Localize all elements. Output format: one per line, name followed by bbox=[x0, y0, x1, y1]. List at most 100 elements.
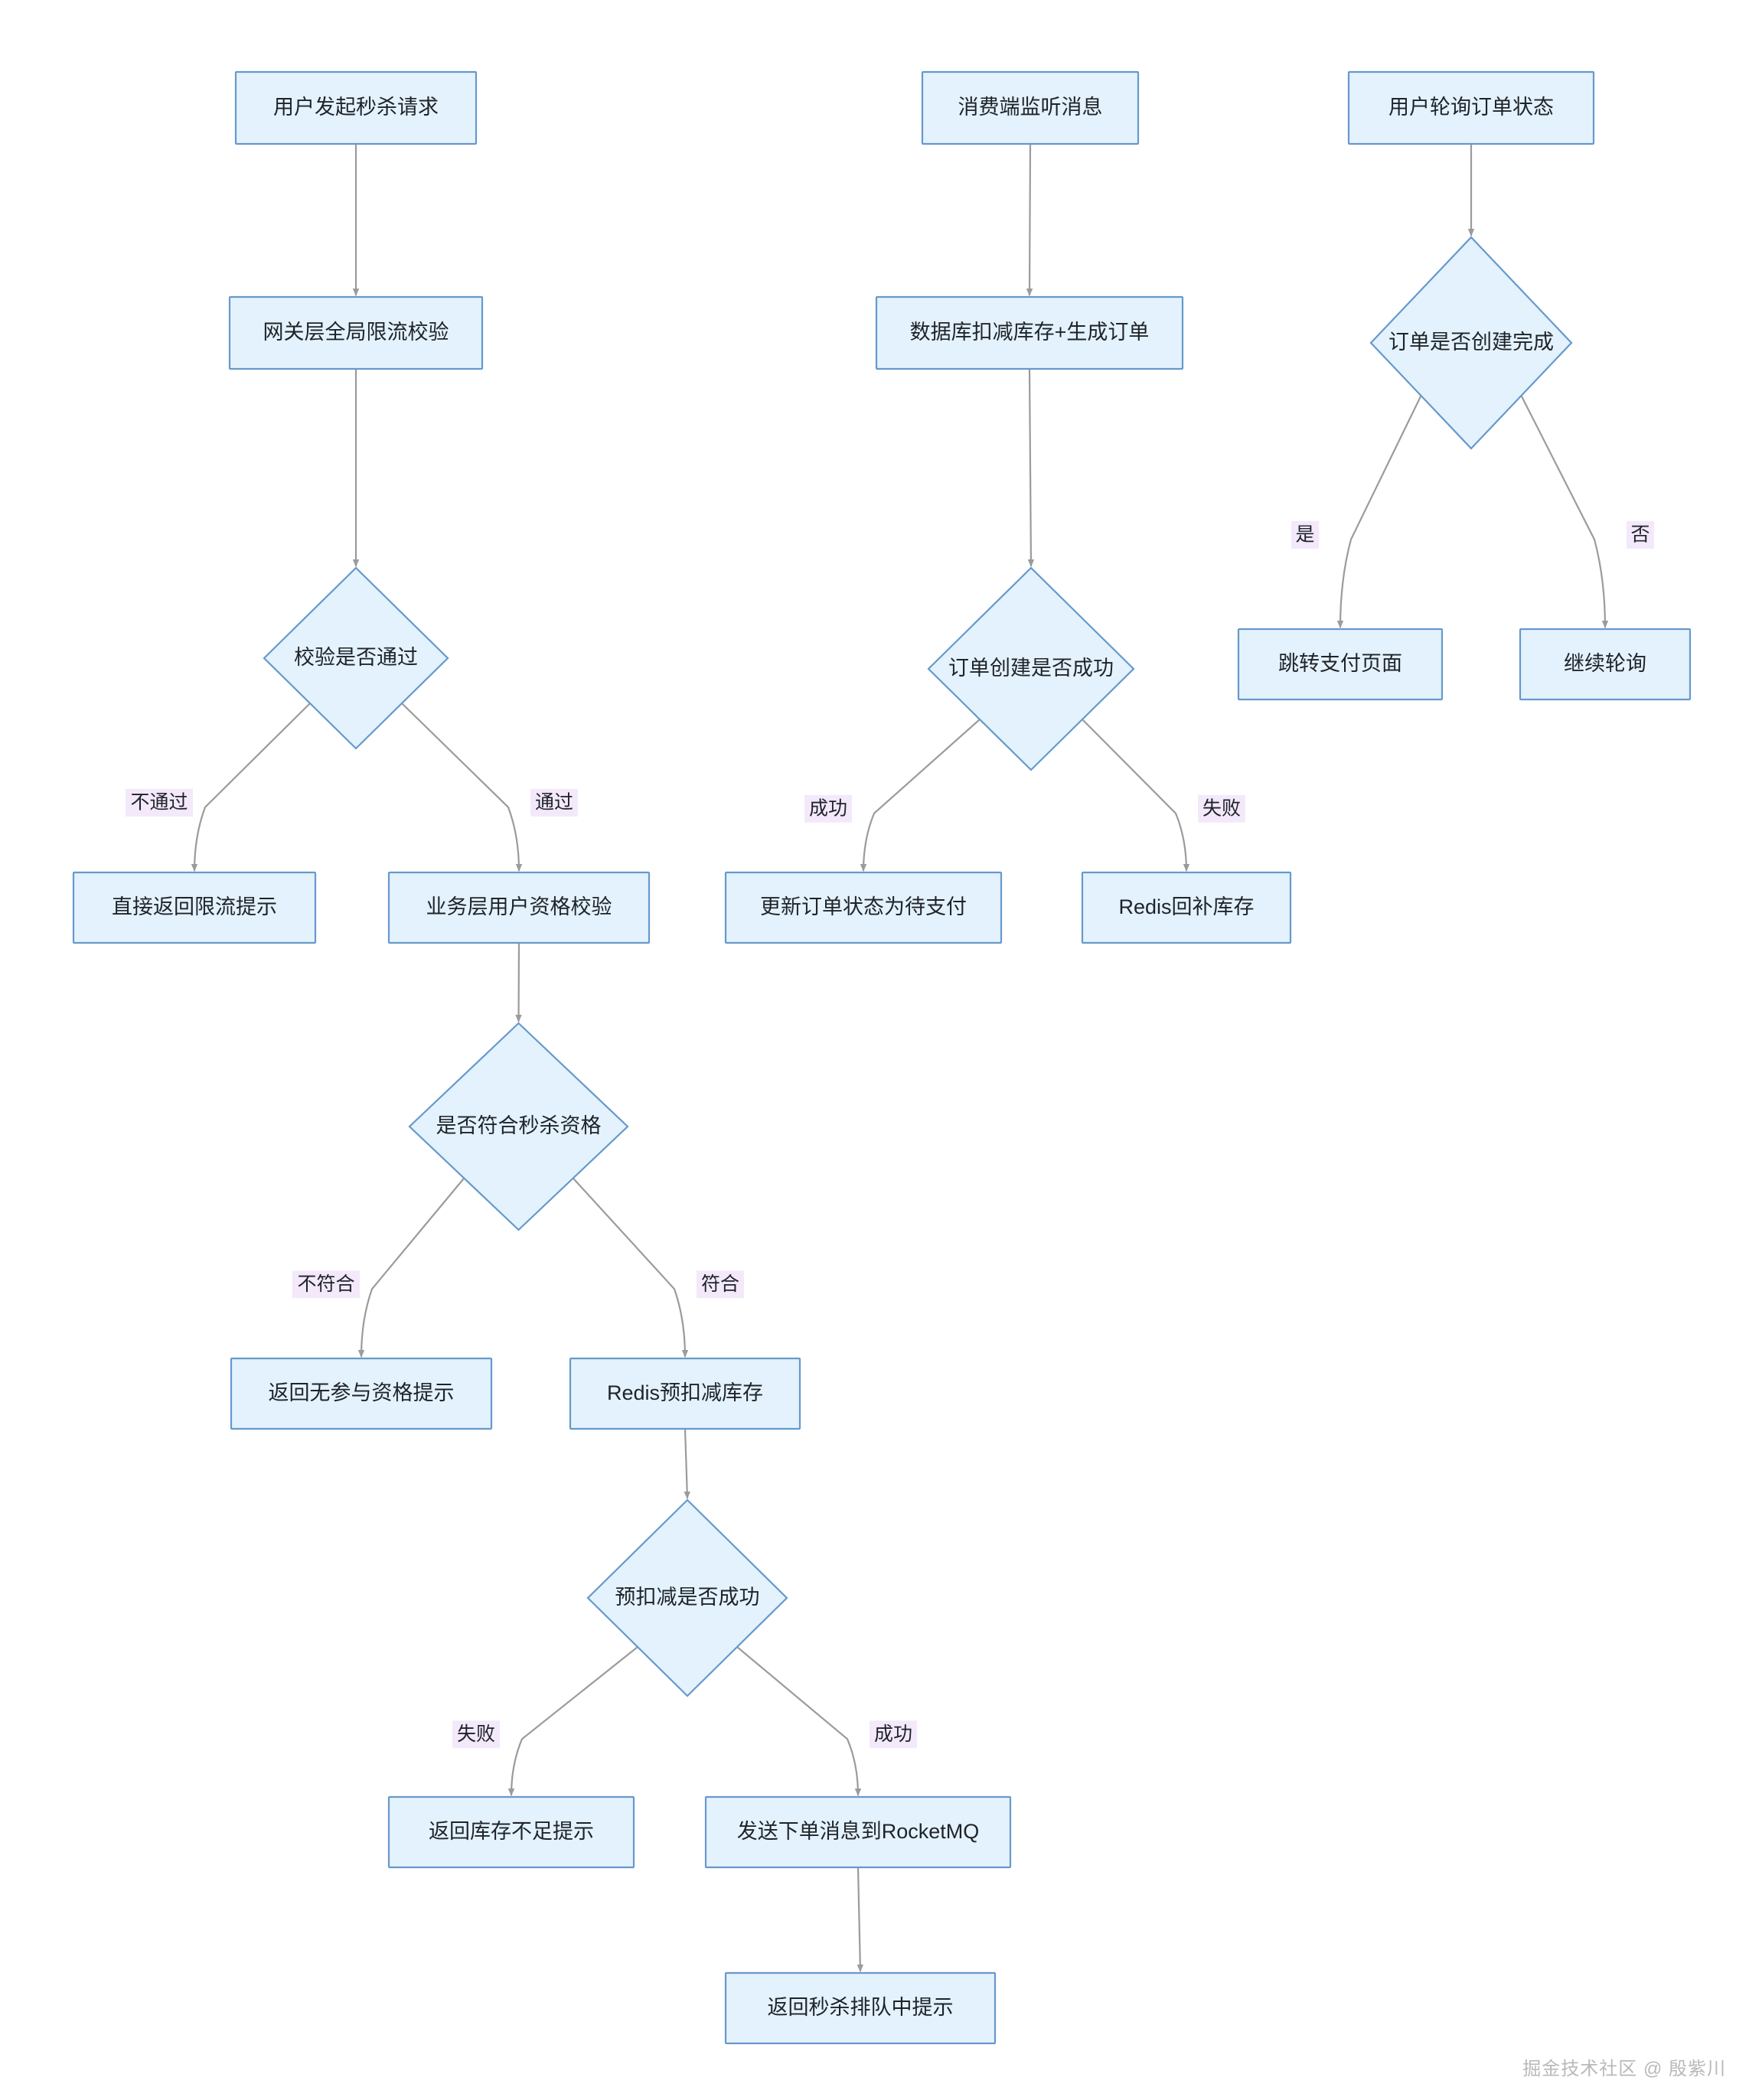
node-n2[interactable]: 网关层全局限流校验 bbox=[228, 295, 484, 370]
edge-label-background bbox=[1291, 520, 1319, 549]
edge-n9-to-n10 bbox=[507, 1646, 638, 1796]
node-n9[interactable]: 预扣减是否成功 bbox=[586, 1498, 788, 1697]
node-label: 业务层用户资格校验 bbox=[426, 895, 612, 918]
watermark: 掘金技术社区 @ 殷紫川 bbox=[1522, 2059, 1726, 2079]
node-label: 订单创建是否成功 bbox=[948, 657, 1114, 680]
edge-n6-to-n7 bbox=[357, 1177, 465, 1358]
node-label: 网关层全局限流校验 bbox=[263, 321, 449, 344]
process-shape bbox=[1237, 628, 1444, 701]
node-label: 用户轮询订单状态 bbox=[1388, 96, 1554, 119]
node-n6[interactable]: 是否符合秒杀资格 bbox=[408, 1022, 629, 1231]
node-label: 消费端监听消息 bbox=[958, 96, 1103, 119]
edge-m1-to-m2 bbox=[1026, 143, 1033, 296]
edge-label: 不通过 bbox=[130, 791, 188, 813]
node-n10[interactable]: 返回库存不足提示 bbox=[387, 1795, 635, 1869]
node-label: 返回秒杀排队中提示 bbox=[768, 1996, 954, 2019]
edge-r2-to-r3 bbox=[1336, 395, 1422, 628]
edge-label-background bbox=[870, 1720, 917, 1749]
edge-r2-to-r4 bbox=[1520, 395, 1609, 628]
edge-n9-to-n11 bbox=[736, 1646, 862, 1796]
process-shape bbox=[230, 1357, 493, 1430]
process-shape bbox=[1347, 70, 1595, 145]
process-shape bbox=[724, 871, 1003, 944]
edge-label: 失败 bbox=[1202, 797, 1241, 819]
node-n5[interactable]: 业务层用户资格校验 bbox=[387, 871, 651, 944]
process-shape bbox=[569, 1357, 801, 1430]
node-n12[interactable]: 返回秒杀排队中提示 bbox=[724, 1971, 997, 2045]
edge-m2-to-m3 bbox=[1027, 368, 1035, 567]
edge-label: 失败 bbox=[457, 1723, 495, 1745]
node-r4[interactable]: 继续轮询 bbox=[1519, 628, 1692, 701]
node-n8[interactable]: Redis预扣减库存 bbox=[569, 1357, 801, 1430]
node-label: 跳转支付页面 bbox=[1278, 652, 1402, 675]
edge-n8-to-n9 bbox=[684, 1428, 690, 1499]
edge-label-background bbox=[1627, 520, 1654, 549]
process-shape bbox=[1519, 628, 1692, 701]
node-label: 更新订单状态为待支付 bbox=[760, 895, 967, 918]
edge-label-background bbox=[697, 1270, 744, 1299]
process-shape bbox=[387, 871, 651, 944]
node-label: Redis回补库存 bbox=[1118, 895, 1254, 918]
node-label: 返回库存不足提示 bbox=[429, 1820, 594, 1843]
process-shape bbox=[228, 295, 484, 370]
edge-label: 符合 bbox=[701, 1273, 739, 1295]
node-label: 预扣减是否成功 bbox=[615, 1586, 760, 1609]
node-n1[interactable]: 用户发起秒杀请求 bbox=[234, 70, 478, 145]
edge-label: 是 bbox=[1295, 523, 1314, 545]
decision-shape bbox=[263, 566, 449, 750]
node-label: 直接返回限流提示 bbox=[112, 895, 277, 918]
edge-label-background bbox=[1198, 794, 1245, 823]
node-n3[interactable]: 校验是否通过 bbox=[263, 566, 449, 750]
node-n7[interactable]: 返回无参与资格提示 bbox=[230, 1357, 493, 1430]
node-m2[interactable]: 数据库扣减库存+生成订单 bbox=[875, 295, 1184, 370]
edge-label: 通过 bbox=[535, 791, 573, 813]
edge-n5-to-n6 bbox=[515, 942, 522, 1022]
edge-n6-to-n8 bbox=[572, 1177, 689, 1358]
edge-label-background bbox=[126, 788, 193, 817]
node-label: 返回无参与资格提示 bbox=[269, 1381, 455, 1404]
node-r1[interactable]: 用户轮询订单状态 bbox=[1347, 70, 1595, 145]
process-shape bbox=[724, 1971, 997, 2045]
node-label: 是否符合秒杀资格 bbox=[436, 1114, 602, 1137]
node-label: 发送下单消息到RocketMQ bbox=[737, 1820, 980, 1843]
process-shape bbox=[704, 1795, 1012, 1869]
process-shape bbox=[234, 70, 478, 145]
edge-m3-to-m5 bbox=[1082, 719, 1190, 872]
edges-layer bbox=[191, 143, 1609, 1972]
edge-label: 成功 bbox=[809, 797, 847, 819]
node-label: 订单是否创建完成 bbox=[1388, 331, 1554, 354]
edge-label-background bbox=[804, 794, 852, 823]
decision-shape bbox=[408, 1022, 629, 1231]
node-label: 校验是否通过 bbox=[294, 646, 418, 669]
process-shape bbox=[1081, 871, 1292, 944]
node-label: Redis预扣减库存 bbox=[607, 1381, 763, 1404]
process-shape bbox=[72, 871, 317, 944]
edge-label: 成功 bbox=[874, 1723, 912, 1745]
edge-n3-to-n4 bbox=[191, 703, 311, 872]
node-m4[interactable]: 更新订单状态为待支付 bbox=[724, 871, 1003, 944]
decision-shape bbox=[927, 566, 1135, 771]
edge-m3-to-m4 bbox=[860, 719, 981, 872]
node-m5[interactable]: Redis回补库存 bbox=[1081, 871, 1292, 944]
edge-labels-layer: 不通过通过不符合符合失败成功成功失败是否 bbox=[126, 520, 1654, 1749]
node-m3[interactable]: 订单创建是否成功 bbox=[927, 566, 1135, 771]
edge-label-background bbox=[292, 1270, 360, 1299]
node-label: 继续轮询 bbox=[1564, 652, 1646, 675]
edge-n3-to-n5 bbox=[401, 703, 523, 872]
node-n11[interactable]: 发送下单消息到RocketMQ bbox=[704, 1795, 1012, 1869]
node-label: 用户发起秒杀请求 bbox=[273, 96, 439, 119]
decision-shape bbox=[1369, 236, 1573, 450]
node-r3[interactable]: 跳转支付页面 bbox=[1237, 628, 1444, 701]
node-m1[interactable]: 消费端监听消息 bbox=[921, 70, 1140, 145]
node-r2[interactable]: 订单是否创建完成 bbox=[1369, 236, 1573, 450]
process-shape bbox=[387, 1795, 635, 1869]
node-n4[interactable]: 直接返回限流提示 bbox=[72, 871, 317, 944]
decision-shape bbox=[586, 1498, 788, 1697]
edge-n11-to-n12 bbox=[857, 1867, 864, 1972]
process-shape bbox=[921, 70, 1140, 145]
node-label: 数据库扣减库存+生成订单 bbox=[910, 321, 1150, 344]
edge-label: 否 bbox=[1630, 523, 1649, 545]
edge-label-background bbox=[452, 1720, 500, 1749]
